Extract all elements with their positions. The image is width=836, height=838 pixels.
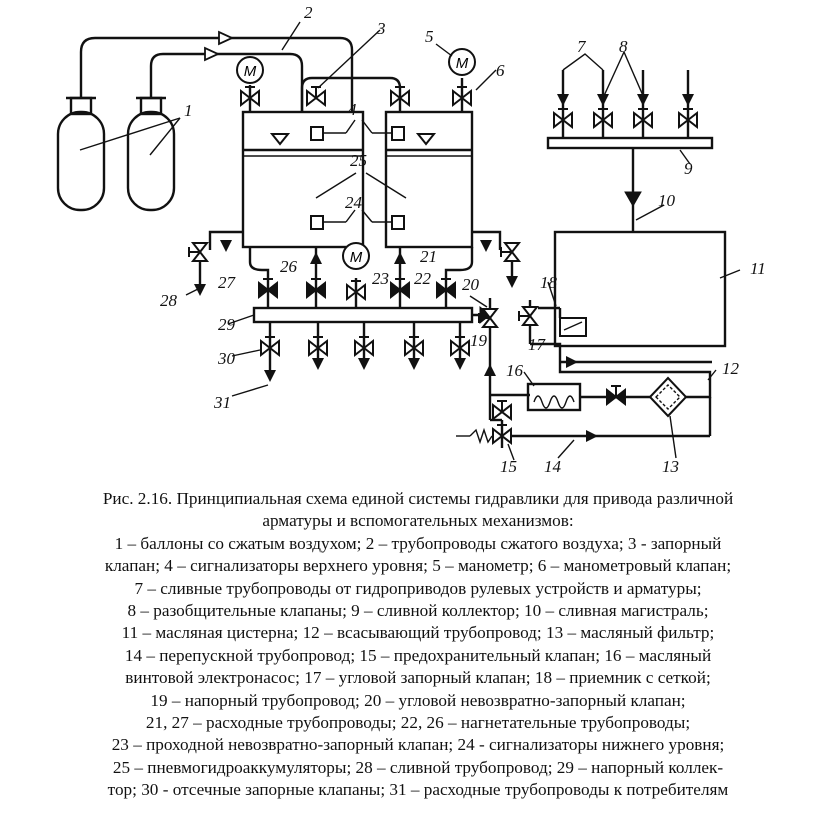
figure-caption: Рис. 2.16. Принципиальная схема единой с… bbox=[10, 488, 826, 802]
svg-text:14: 14 bbox=[544, 457, 562, 476]
svg-text:21: 21 bbox=[420, 247, 437, 266]
disconnect-valves bbox=[553, 70, 698, 138]
svg-text:28: 28 bbox=[160, 291, 178, 310]
pressure-collector bbox=[252, 306, 474, 324]
svg-text:4: 4 bbox=[348, 100, 357, 119]
caption-line: 23 – проходной невозвратно-запорный клап… bbox=[111, 735, 725, 755]
svg-text:31: 31 bbox=[213, 393, 231, 412]
svg-text:13: 13 bbox=[662, 457, 679, 476]
caption-line: винтовой электронасос; 17 – угловой запо… bbox=[125, 668, 711, 688]
caption-line: 11 – масляная цистерна; 12 – всасывающий… bbox=[121, 623, 715, 643]
caption-line: 25 – пневмогидроаккумуляторы; 28 – сливн… bbox=[112, 757, 724, 777]
svg-text:3: 3 bbox=[376, 19, 386, 38]
caption-line: 21, 27 – расходные трубопроводы; 22, 26 … bbox=[145, 713, 691, 733]
accumulator-right bbox=[384, 110, 474, 249]
svg-text:25: 25 bbox=[350, 151, 367, 170]
svg-text:M: M bbox=[456, 55, 469, 72]
caption-line: клапан; 4 – сигнализаторы верхнего уровн… bbox=[104, 556, 732, 576]
svg-text:10: 10 bbox=[658, 191, 676, 210]
svg-text:23: 23 bbox=[372, 269, 389, 288]
caption-line: арматуры и вспомогательных механизмов: bbox=[262, 511, 574, 531]
svg-text:1: 1 bbox=[184, 101, 193, 120]
air-pipe-inner bbox=[149, 52, 304, 112]
svg-text:19: 19 bbox=[470, 331, 488, 350]
svg-text:16: 16 bbox=[506, 361, 524, 380]
svg-text:30: 30 bbox=[217, 349, 236, 368]
drain-collector bbox=[546, 136, 714, 150]
caption-line: 8 – разобщительные клапаны; 9 – сливной … bbox=[127, 601, 709, 621]
strainer-receiver bbox=[559, 317, 587, 337]
svg-text:26: 26 bbox=[280, 257, 298, 276]
svg-text:M: M bbox=[350, 249, 363, 266]
oil-tank bbox=[553, 230, 727, 348]
caption-line: 14 – перепускной трубопровод; 15 – предо… bbox=[124, 645, 712, 665]
svg-text:6: 6 bbox=[496, 61, 505, 80]
caption-line: тор; 30 - отсечные запорные клапаны; 31 … bbox=[107, 780, 729, 800]
svg-text:15: 15 bbox=[500, 457, 517, 476]
svg-text:29: 29 bbox=[218, 315, 236, 334]
hydraulic-system-diagram: M M M bbox=[56, 3, 766, 476]
svg-text:24: 24 bbox=[345, 193, 363, 212]
svg-text:2: 2 bbox=[304, 3, 313, 22]
caption-line: 19 – напорный трубопровод; 20 – угловой … bbox=[150, 690, 686, 710]
svg-text:17: 17 bbox=[528, 335, 547, 354]
air-cylinder-left bbox=[56, 96, 106, 212]
caption-line: 7 – сливные трубопроводы от гидроприводо… bbox=[134, 578, 702, 598]
caption-line: 1 – баллоны со сжатым воздухом; 2 – труб… bbox=[114, 533, 722, 553]
svg-text:22: 22 bbox=[414, 269, 432, 288]
caption-line: Рис. 2.16. Принципиальная схема единой с… bbox=[102, 489, 734, 508]
svg-text:7: 7 bbox=[577, 37, 587, 56]
svg-text:11: 11 bbox=[750, 259, 766, 278]
svg-text:5: 5 bbox=[425, 27, 434, 46]
air-pipe-outer bbox=[79, 36, 354, 112]
figure-labels: 1 2 3 4 5 6 7 8 9 10 11 12 13 14 15 16 1… bbox=[160, 3, 766, 476]
svg-text:27: 27 bbox=[218, 273, 237, 292]
manometer-letter: M bbox=[244, 63, 257, 80]
svg-text:12: 12 bbox=[722, 359, 740, 378]
svg-text:18: 18 bbox=[540, 273, 558, 292]
svg-text:8: 8 bbox=[619, 37, 628, 56]
svg-text:9: 9 bbox=[684, 159, 693, 178]
svg-text:20: 20 bbox=[462, 275, 480, 294]
consumer-lines bbox=[260, 322, 470, 382]
